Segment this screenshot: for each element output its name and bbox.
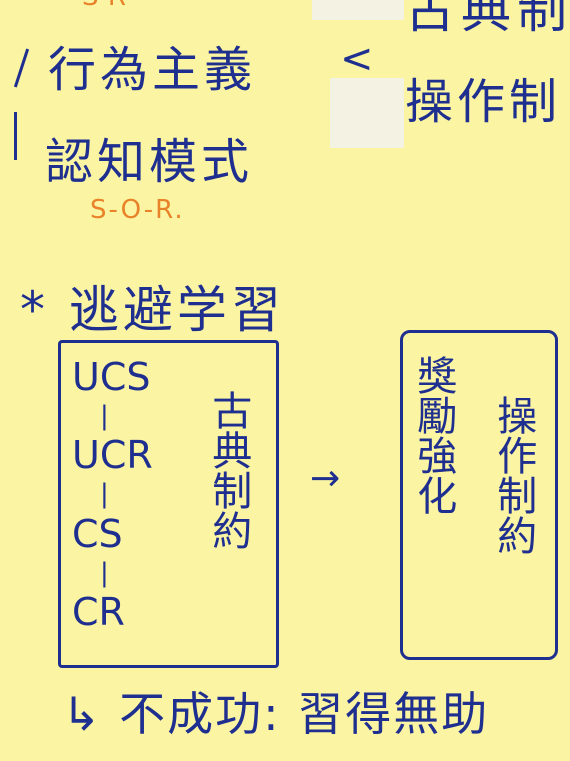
step-separator: |	[100, 557, 109, 588]
operant-top-text: 操作制	[405, 74, 562, 130]
arrow-icon: →	[310, 458, 341, 499]
tape-patch-top	[312, 0, 404, 20]
angle-mark: <	[340, 36, 374, 82]
step-ucs: UCS	[72, 355, 151, 399]
step-cs: CS	[72, 511, 123, 556]
escape-learning-title: * 逃避学習	[20, 281, 285, 339]
learned-helplessness-text: ↳ 不成功: 習得無助	[62, 687, 490, 741]
sr-label: S-R	[82, 0, 126, 12]
conditioning-steps: UCS | UCR | CS | CR	[72, 358, 153, 631]
reward-reinforcement-label: 獎勵強化	[410, 355, 457, 515]
step-separator: |	[100, 401, 109, 431]
tape-patch-middle	[330, 78, 404, 148]
step-separator: |	[100, 479, 109, 510]
bracket-line-lower	[14, 112, 17, 160]
operant-conditioning-label: 操作制約	[490, 395, 537, 555]
top-right-text: 古典制	[405, 0, 570, 39]
step-ucr: UCR	[72, 433, 153, 478]
classical-box	[58, 340, 279, 668]
operant-box	[400, 330, 558, 660]
sor-label: S-O-R.	[90, 195, 185, 225]
cognitive-model-text: 認知模式	[45, 134, 254, 190]
behaviorism-text: 行為主義	[48, 42, 257, 98]
classical-conditioning-label: 古典制約	[205, 390, 252, 550]
step-cr: CR	[72, 589, 125, 634]
bracket-line-upper	[13, 48, 30, 88]
